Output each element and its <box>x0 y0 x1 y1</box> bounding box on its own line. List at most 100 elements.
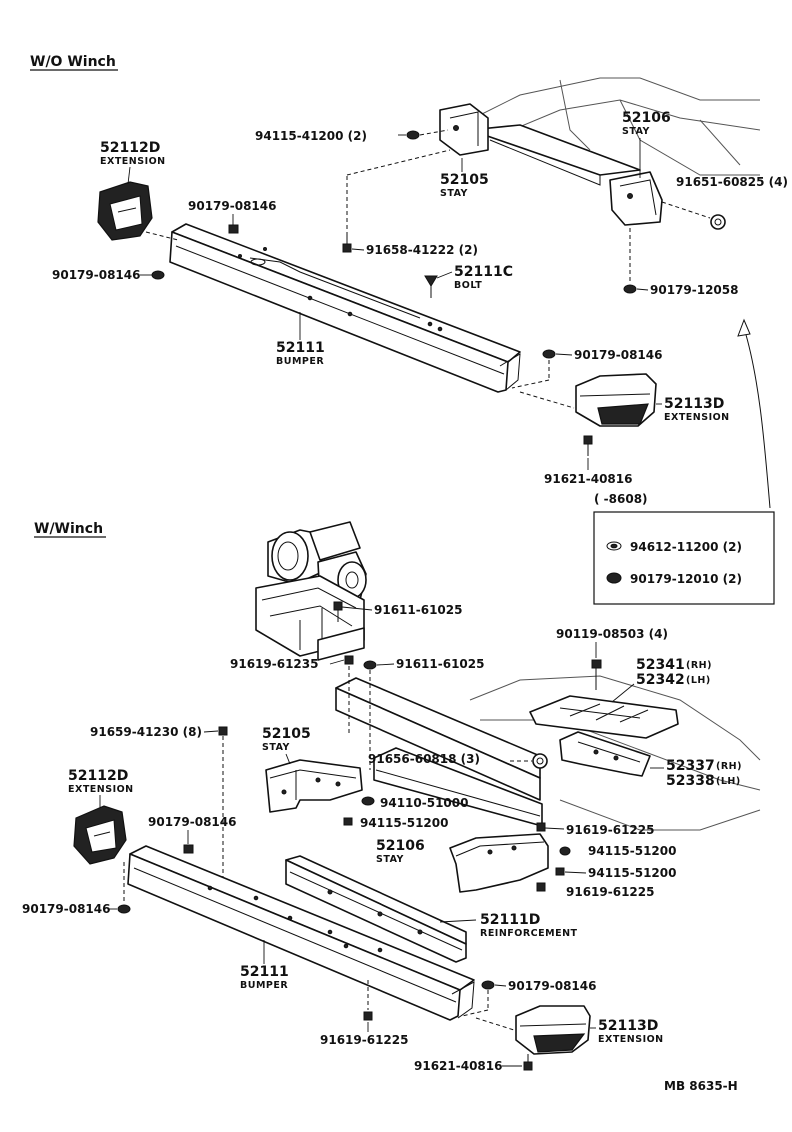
nut-90179-08146-top-b <box>151 270 165 280</box>
bolt-91659-41230 <box>218 726 228 880</box>
stay-52105-bottom <box>265 759 363 813</box>
label-94115-51200-a: 94115-51200 <box>360 816 448 830</box>
bolt-52111C <box>424 275 438 298</box>
washer-94115-51200-c <box>555 867 565 876</box>
nut-91611-61025-b <box>363 660 377 770</box>
label-90179-08146-bottom-a: 90179-08146 <box>148 815 236 829</box>
label-91611-61025-b: 91611-61025 <box>396 657 484 671</box>
bolt-91611-61025-a <box>333 601 343 622</box>
washer-94115-51200-a <box>343 817 353 826</box>
label-91611-61025-a: 91611-61025 <box>374 603 462 617</box>
section-title-w-winch: W/Winch <box>34 521 103 537</box>
stay-52106-top <box>609 171 663 226</box>
section-wo-winch: W/O Winch 94115-41200 (2) 52105 STAY <box>30 54 788 605</box>
washer-94115-51200-b <box>559 846 571 856</box>
label-52111D: 52111D <box>480 912 540 928</box>
bolt-91658-41222 <box>342 236 352 253</box>
extension-52113D-top <box>575 373 657 427</box>
label-90179-08146-top-c: 90179-08146 <box>574 348 662 362</box>
label-90179-08146-bottom-c: 90179-08146 <box>508 979 596 993</box>
label-91619-61225-c: 91619-61225 <box>320 1033 408 1047</box>
label-52105-top: 52105 <box>440 172 489 188</box>
frame-rails-bottom <box>335 675 761 831</box>
frame-rails-top <box>469 77 761 186</box>
label-91621-40816-top: 91621-40816 <box>544 472 632 486</box>
label-52111C-sub: BOLT <box>454 280 482 291</box>
bolt-91619-61235 <box>344 655 354 735</box>
label-91658-41222: 91658-41222 (2) <box>366 243 478 257</box>
extension-52112D-bottom <box>73 805 127 865</box>
footer-code: MB 8635-H <box>664 1079 738 1093</box>
label-52105-bottom: 52105 <box>262 726 311 742</box>
bolt-91619-61225-c <box>363 980 373 1021</box>
nut-90179-08146-top-a <box>228 224 239 234</box>
section-title-wo-winch: W/O Winch <box>30 54 116 70</box>
label-52113D-top: 52113D <box>664 396 724 412</box>
reinforcement-52111D <box>285 855 467 963</box>
bumper-52111-bottom <box>127 845 475 1021</box>
nut-90179-08146-bottom-a <box>183 844 194 854</box>
label-52341: 52341 <box>636 657 685 673</box>
label-91651-60825: 91651-60825 (4) <box>676 175 788 189</box>
stay-52105-top <box>439 103 489 156</box>
label-94115-51200-b: 94115-51200 <box>588 844 676 858</box>
bolt-91621-40816-top <box>583 435 593 456</box>
optional-parts-box: 94612-11200 (2) 90179-12010 (2) <box>593 511 775 605</box>
label-52337-side: (RH) <box>716 761 742 772</box>
label-52113D-bottom: 52113D <box>598 1018 658 1034</box>
bolt-90119-08503 <box>591 659 602 690</box>
label-91619-61225-b: 91619-61225 <box>566 885 654 899</box>
nut-90179-08146-bottom-c <box>461 980 495 1017</box>
label-52106-bottom-sub: STAY <box>376 854 404 865</box>
label-52112D-top-sub: EXTENSION <box>100 156 166 167</box>
label-52106-top-sub: STAY <box>622 126 650 137</box>
label-91619-61225-a: 91619-61225 <box>566 823 654 837</box>
label-range: ( -8608) <box>594 492 648 506</box>
label-52111D-sub: REINFORCEMENT <box>480 928 578 939</box>
bolt-91621-40816-bottom <box>523 1054 533 1071</box>
label-94612-11200: 94612-11200 (2) <box>630 540 742 554</box>
label-52112D-bottom-sub: EXTENSION <box>68 784 134 795</box>
label-90179-08146-top-a: 90179-08146 <box>188 199 276 213</box>
label-52338-side: (LH) <box>716 776 741 787</box>
nut-91656-60818 <box>532 753 548 769</box>
label-52338: 52338 <box>666 773 715 789</box>
bumper-52111-top <box>169 223 521 393</box>
label-52112D-top: 52112D <box>100 140 160 156</box>
label-91656-60818: 91656-60818 (3) <box>368 752 480 766</box>
winch-assembly <box>255 521 367 661</box>
label-52337: 52337 <box>666 758 715 774</box>
extension-52113D-bottom <box>515 1005 591 1055</box>
label-52113D-top-sub: EXTENSION <box>664 412 730 423</box>
plate-52341-52342 <box>529 695 679 739</box>
label-91619-61235: 91619-61235 <box>230 657 318 671</box>
label-52112D-bottom: 52112D <box>68 768 128 784</box>
nut-90179-12058 <box>623 284 637 294</box>
extension-52112D-top <box>97 181 153 241</box>
label-52111-top-sub: BUMPER <box>276 356 324 367</box>
nut-90179-08146-top-c <box>542 349 556 359</box>
label-52105-top-sub: STAY <box>440 188 468 199</box>
label-52111-bottom: 52111 <box>240 964 289 980</box>
nut-90179-08146-bottom-b <box>117 862 131 914</box>
label-52106-top: 52106 <box>622 110 671 126</box>
label-52111-bottom-sub: BUMPER <box>240 980 288 991</box>
label-94115-41200: 94115-41200 (2) <box>255 129 367 143</box>
label-94110-51000: 94110-51000 <box>380 796 468 810</box>
nut-94110-51000 <box>361 796 375 806</box>
label-52341-side: (RH) <box>686 660 712 671</box>
reference-arrow <box>737 318 771 509</box>
bolt-91619-61225-a <box>536 822 546 832</box>
label-52342-side: (LH) <box>686 675 711 686</box>
label-52106-bottom: 52106 <box>376 838 425 854</box>
section-w-winch: W/Winch 91611-61025 <box>22 521 761 1073</box>
label-52111-top: 52111 <box>276 340 325 356</box>
label-90179-08146-top-b: 90179-08146 <box>52 268 140 282</box>
label-52111C: 52111C <box>454 264 513 280</box>
label-90119-08503: 90119-08503 (4) <box>556 627 668 641</box>
label-52113D-bottom-sub: EXTENSION <box>598 1034 664 1045</box>
label-91659-41230: 91659-41230 (8) <box>90 725 202 739</box>
label-90179-12058: 90179-12058 <box>650 283 738 297</box>
label-52105-bottom-sub: STAY <box>262 742 290 753</box>
